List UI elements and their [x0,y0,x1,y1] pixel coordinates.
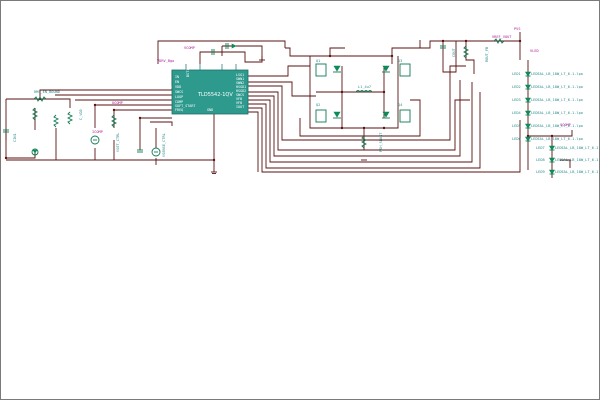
led-diode[interactable]: LED7 LEDEAL_LB_18W_LT_6.1.lpo [536,145,600,151]
led-indicator[interactable] [31,148,39,156]
led-designator: LED6 [512,137,521,141]
led-diode[interactable]: LED5 LEDEAL_LB_18W_LT_6.1.lpo [512,123,583,129]
chip-pin-bst1: BST1 [186,69,190,77]
chip-pin-swcs-left: SWCS [175,90,183,94]
mosfet-q1[interactable]: Q1 [315,59,341,77]
shunt-label: RSH_SHUNT [379,132,383,152]
capacitor-freq[interactable] [137,149,143,153]
led-model: LEDEAL_LB_18W_LT_6.1.lpo [531,98,583,102]
led-diode[interactable]: LED9 LEDEAL_LB_18W_LT_6.1.lpo [536,169,600,175]
led-model: LEDEAL_LB_18W_LT_6.1.lpo [531,111,583,115]
led-designator: LED1 [512,72,521,76]
capacitor-in[interactable]: CIN1 [3,129,17,142]
net-label-ucomp: UCOMP [112,101,123,105]
chip-pin-iout: IOUT [236,105,244,109]
mosfet-q3[interactable]: Q3 [382,59,411,77]
inductor-label: L1_4u7 [358,85,371,89]
voltage-source-sense[interactable]: VSENSE_CTRL [151,133,166,157]
led-diode[interactable]: LED4 LEDEAL_LB_18W_LT_6.1.lpo [512,110,583,116]
resistor-comp[interactable]: C_VDD [52,109,83,128]
voltage-source-comp[interactable]: ICOMP VSET_CTRL [90,130,120,152]
vsource-sense-label: VSENSE_CTRL [162,133,166,157]
net-label-vdrv: VDRV_Bgo [157,59,174,63]
chip-pin-lsg1: LSG1 [236,73,244,77]
mosfet-q2-label: Q2 [316,103,320,107]
capacitor-in-label: CIN1 [13,133,17,142]
net-label-vled: VLED [530,49,539,53]
led-diode[interactable]: LED3 LEDEAL_LB_18W_LT_6.1.lpo [512,97,583,103]
led-model: LEDEAL_LB_18W_LT_6.1.lpo [555,158,600,162]
resistor-soft-start[interactable]: UCOMP [110,101,123,128]
led-designator: LED3 [512,98,521,102]
led-model: LEDEAL_LB_18W_LT_6.1.lpo [555,146,600,150]
shunt-resistor[interactable]: RSH_SHUNT [360,132,383,152]
sense-resistor-top[interactable] [493,37,505,45]
chip-pin-vfb2: VFB [236,101,242,105]
chip-pin-gnd: GND [207,108,213,112]
led-diode[interactable]: LED1 LEDEAL_LB_18W_LT_6.1.lpo [512,71,583,77]
mosfet-q2[interactable]: Q2 [315,103,341,123]
output-capacitor-label: COUT [452,48,456,57]
led-designator: LED5 [512,124,521,128]
net-label-pvs: PVS [514,27,521,31]
chip-pin-hsgd1: HSGD1 [236,85,246,89]
chip-pin-loop: LOOP [175,95,183,99]
chip-pin-soft-start: SOFT_START [175,104,195,108]
led-model: LEDEAL_LB_18W_LT_6.1.lpo [531,124,583,128]
bootstrap-capacitors[interactable]: VCOMP [184,43,237,55]
chip-pin-vfb1: VFB [236,97,242,101]
net-label-vcomp-right: VCOMP [560,123,571,127]
mosfet-q4-label: Q4 [398,103,402,107]
chip-pin-in: IN [175,75,179,79]
led-model: LEDEAL_LB_18W_LT_6.1.lpo [531,137,583,141]
led-model: LEDEAL_LB_18W_LT_6.1.lpo [531,85,583,89]
chip-name: TLD5542-1QV [197,92,233,98]
wires [5,32,573,178]
resistor-en[interactable]: RMS_EN_BOUND [33,90,60,103]
junctions [4,39,554,162]
controller-ic[interactable]: TLD5542-1QV IN EN VDD SWCS LOOP COMP SOF… [171,64,249,115]
led-designator: LED8 [536,158,545,162]
led-designator: LED9 [536,170,545,174]
chip-pin-vdd: VDD [175,85,181,89]
ground-symbols [211,56,367,174]
vsource-comp-label: VSET_CTRL [116,133,120,152]
resistor-vdd[interactable] [31,107,39,121]
resistor-en-label: RMS_EN_BOUND [34,90,60,94]
led-diode[interactable]: LED8 LEDEAL_LB_18W_LT_6.1.lpo [536,157,600,163]
led-diode[interactable]: LED2 LEDEAL_LB_18W_LT_6.1.lpo [512,84,583,90]
chip-pin-swn1: SWN1 [236,77,244,81]
chip-pin-en: EN [175,80,179,84]
capacitor-vdd-label: C_VDD [79,109,83,120]
chip-pin-comp: COMP [175,100,183,104]
led-model: LEDEAL_LB_18W_LT_6.1.lpo [555,170,600,174]
chip-pin-swn2: SWN2 [236,81,244,85]
net-label-vref: VREF_VOUT [492,35,512,39]
output-capacitor[interactable]: COUT [440,45,456,57]
mosfet-q1-label: Q1 [316,59,320,63]
chip-pin-freq: FREQ [175,108,183,112]
led-model: LEDEAL_LB_18W_LT_6.1.lpo [531,72,583,76]
led-designator: LED2 [512,85,521,89]
led-diode[interactable]: LED6 LEDEAL_LB_18W_LT_6.1.lpo [512,136,583,142]
led-designator: LED7 [536,146,545,150]
net-label-vcomp: VCOMP [184,46,195,50]
mosfet-q3-label: Q3 [398,59,402,63]
net-label-icomp: ICOMP [92,130,103,134]
output-resistor-label: ROUT_FB [485,47,489,62]
mosfet-q4[interactable]: Q4 [382,103,411,123]
chip-pin-hsgd2: HSGD2 [236,89,246,93]
output-resistor[interactable]: ROUT_FB [462,45,489,62]
chip-pin-swcs-right: SWCS [236,93,244,97]
led-designator: LED4 [512,111,521,115]
inductor-l1[interactable]: L1_4u7 [355,85,373,93]
